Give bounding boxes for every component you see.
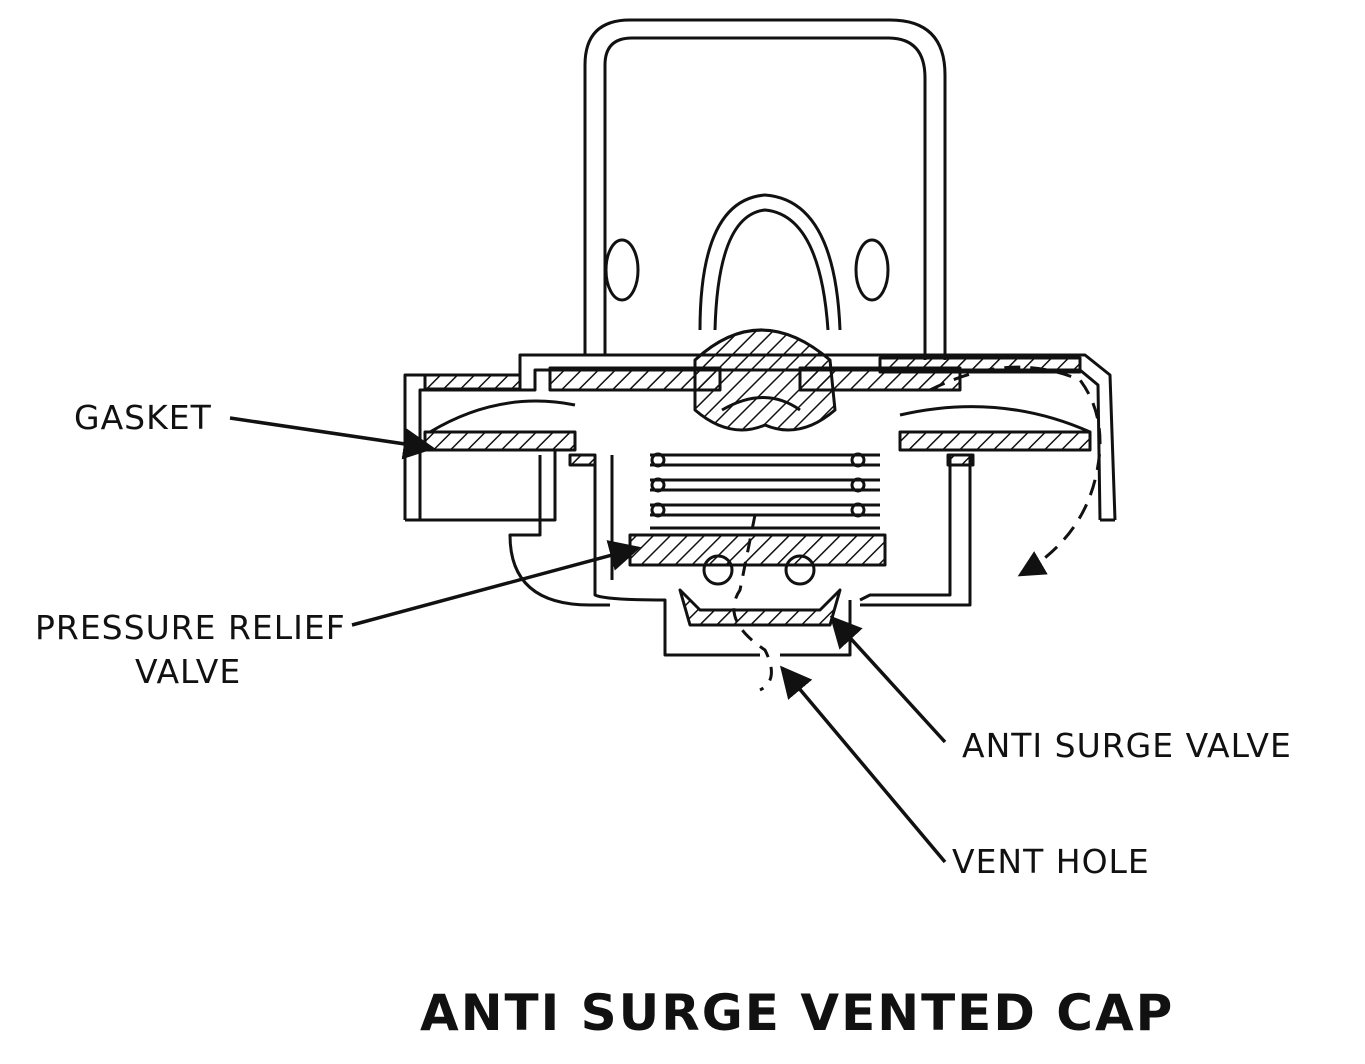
- anti-surge-leader: [829, 615, 947, 744]
- gasket-leader: [229, 416, 436, 460]
- cap-handle: [583, 18, 947, 360]
- anti-surge-valve: [678, 588, 842, 627]
- overflow-flow-arrow: [929, 365, 1102, 577]
- vent-hole-leader: [779, 665, 947, 864]
- anti-surge-valve-label: ANTI SURGE VALVE: [962, 726, 1292, 765]
- gasket: [423, 399, 1092, 452]
- gasket-label: GASKET: [74, 398, 212, 437]
- pressure-relief-label-line2: VALVE: [135, 652, 242, 691]
- diagram-title: ANTI SURGE VENTED CAP: [420, 984, 1175, 1042]
- rubber-stopper: [693, 328, 837, 432]
- cap-outer-shell: [403, 353, 1117, 522]
- pressure-relief-label-line1: PRESSURE RELIEF: [35, 608, 346, 647]
- vent-hole-label: VENT HOLE: [952, 842, 1150, 881]
- vent-flow-path: [732, 514, 773, 692]
- pressure-relief-leader: [351, 540, 642, 627]
- pressure-relief-spring: [650, 452, 880, 530]
- pressure-relief-valve: [628, 533, 887, 567]
